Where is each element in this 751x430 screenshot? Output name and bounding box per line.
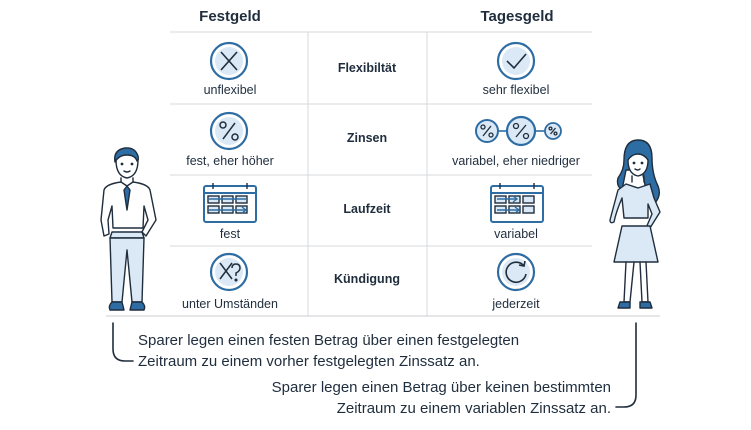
tagesgeld-kuendigung: jederzeit	[492, 297, 540, 311]
tagesgeld-laufzeit: variabel	[494, 227, 538, 241]
column-title-tagesgeld: Tagesgeld	[480, 8, 554, 25]
tagesgeld-description-line-2: Zeitraum zu einem variablen Zinssatz an.	[336, 400, 611, 417]
x-question-circle-icon	[209, 252, 249, 292]
category-zinsen: Zinsen	[346, 131, 388, 145]
percent-circle-icon	[209, 111, 249, 151]
x-circle-icon	[209, 41, 249, 81]
connector-lines	[112, 322, 637, 408]
festgeld-description: Sparer legen einen festen Betrag über ei…	[138, 330, 519, 372]
festgeld-description-line-1: Sparer legen einen festen Betrag über ei…	[138, 332, 520, 349]
percent-chain-icon	[475, 115, 562, 147]
festgeld-description-line-2: Zeitraum zu einem vorher festgelegten Zi…	[138, 353, 480, 370]
tagesgeld-description-line-1: Sparer legen einen Betrag über keinen be…	[271, 379, 611, 396]
column-title-festgeld: Festgeld	[199, 8, 261, 25]
tagesgeld-flexibility: sehr flexibel	[482, 83, 550, 97]
festgeld-laufzeit: fest	[219, 227, 241, 241]
check-circle-icon	[496, 41, 536, 81]
festgeld-zinsen: fest, eher höher	[186, 154, 274, 168]
calendar-variable-icon	[490, 183, 544, 223]
man-illustration	[100, 147, 157, 311]
festgeld-flexibility: unflexibel	[203, 83, 257, 97]
woman-illustration	[609, 139, 661, 309]
festgeld-kuendigung: unter Umständen	[182, 297, 278, 311]
table-grid	[106, 31, 660, 317]
calendar-fixed-icon	[203, 183, 257, 223]
tagesgeld-zinsen: variabel, eher niedriger	[452, 154, 580, 168]
refresh-circle-icon	[496, 252, 536, 292]
category-kuendigung: Kündigung	[334, 272, 400, 286]
tagesgeld-description: Sparer legen einen Betrag über keinen be…	[272, 377, 611, 419]
category-flexibilitaet: Flexibiltät	[337, 61, 397, 75]
category-laufzeit: Laufzeit	[343, 202, 391, 216]
